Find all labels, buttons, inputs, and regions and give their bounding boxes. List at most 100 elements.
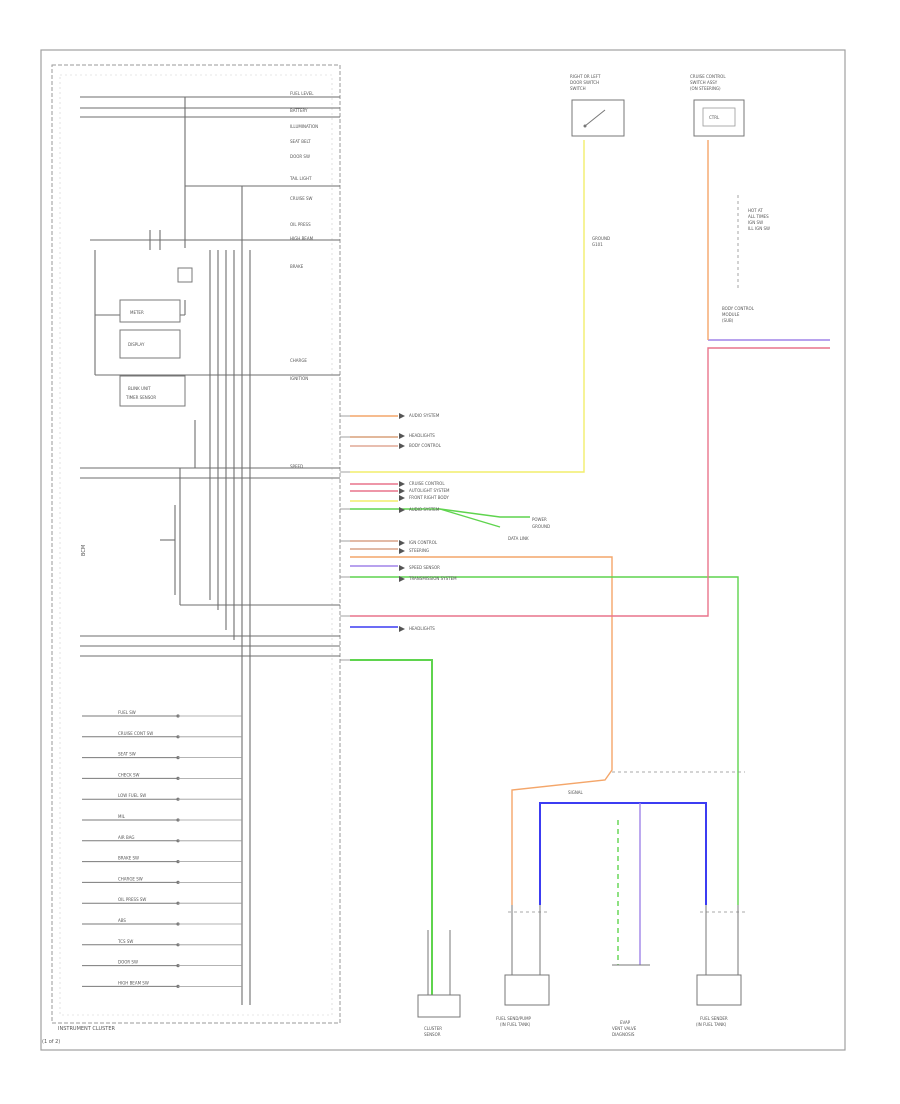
wire-arrow bbox=[399, 495, 405, 501]
pin-row-label: HIGH BEAM SW bbox=[118, 980, 149, 985]
sensor-label-2: SENSOR bbox=[424, 1032, 441, 1037]
mid-note-1: POWER bbox=[532, 517, 547, 522]
wire-label: AUDIO SYSTEM bbox=[409, 413, 440, 418]
pin-label-top: BRAKE bbox=[290, 264, 304, 269]
colored-wires bbox=[350, 140, 830, 995]
wire-red-long bbox=[350, 347, 830, 617]
wire-label: SPEED SENSOR bbox=[409, 565, 440, 570]
mid-note-4: SIGNAL bbox=[568, 790, 584, 795]
box-label-4: TIMER SENSOR bbox=[125, 395, 156, 400]
right-box-3: (SUB) bbox=[722, 318, 734, 323]
pin-row-label: FUEL SW bbox=[118, 710, 136, 715]
cluster-label: INSTRUMENT CLUSTER bbox=[58, 1026, 116, 1032]
cruise-switch-label-2: SWITCH ASSY bbox=[690, 80, 718, 85]
upper-pin-labels: FUEL LEVEL BATTERY ILLUMINATION SEAT BELT DO… bbox=[289, 91, 318, 469]
cluster-inner-frame bbox=[59, 74, 333, 1016]
wire-label: TRANSMISSION SYSTEM bbox=[408, 576, 457, 581]
door-switch-label-2: DOOR SWITCH bbox=[570, 80, 599, 85]
pin-label-top: BATTERY bbox=[290, 108, 308, 113]
bottom-devices bbox=[417, 974, 742, 1018]
cluster-internal-wiring bbox=[80, 96, 340, 1005]
wire-label: HEADLIGHTS bbox=[409, 433, 435, 438]
pin-label-top: IGNITION bbox=[290, 376, 308, 381]
pin-row-label: DOOR SW bbox=[118, 960, 138, 965]
pin-label-top: ILLUMINATION bbox=[290, 124, 318, 129]
cruise-switch-inner: CTRL bbox=[709, 115, 720, 120]
pin-row-label: CHECK SW bbox=[118, 772, 140, 777]
box-label-2: DISPLAY bbox=[128, 342, 145, 347]
mid-note-3: DATA LINK bbox=[508, 536, 529, 541]
right-note-4: ILL IGN SW bbox=[748, 226, 770, 231]
mid-note-2: GROUND bbox=[532, 524, 550, 529]
wire-yellow bbox=[350, 140, 585, 473]
wire-arrow bbox=[399, 540, 405, 546]
wire-arrow bbox=[399, 481, 405, 487]
evap-label-2: VENT VALVE bbox=[612, 1026, 637, 1031]
right-note-2: ALL TIMES bbox=[748, 214, 769, 219]
wire-label: FRONT RIGHT BODY bbox=[409, 495, 449, 500]
wire-green-sensor bbox=[350, 659, 433, 995]
wire-label: AUTOLIGHT SYSTEM bbox=[409, 488, 450, 493]
pin-label-top: HIGH BEAM bbox=[290, 236, 314, 241]
wire-arrow bbox=[399, 626, 405, 632]
wire-green-split bbox=[398, 508, 530, 518]
evap-label-3: DIAGNOSIS bbox=[612, 1032, 635, 1037]
wire-arrow bbox=[399, 433, 405, 439]
pin-row-label: MIL bbox=[118, 814, 126, 819]
pin-row-label: CHARGE SW bbox=[118, 876, 143, 881]
wire-arrow bbox=[399, 576, 405, 582]
pin-label-top: TAIL LIGHT bbox=[289, 176, 312, 181]
wire-green-split-2 bbox=[439, 508, 501, 528]
pin-row-label: CRUISE CONT SW bbox=[118, 731, 153, 736]
pin-label-top: CRUISE SW bbox=[290, 196, 313, 201]
fuel-pump-label-2: (IN FUEL TANK) bbox=[500, 1022, 531, 1027]
right-box-1: BODY CONTROL bbox=[722, 306, 755, 311]
wire-label: BODY CONTROL bbox=[409, 443, 442, 448]
wire-arrow bbox=[399, 507, 405, 513]
wire-arrow bbox=[399, 565, 405, 571]
pin-label-top: DOOR SW bbox=[290, 154, 310, 159]
wire-label: STEERING bbox=[409, 548, 429, 553]
cluster-frame bbox=[51, 64, 341, 1024]
wire-label: HEADLIGHTS bbox=[409, 626, 435, 631]
footer-code: (1 of 2) bbox=[42, 1039, 60, 1045]
door-switch-label-1: RIGHT OR LEFT bbox=[570, 74, 601, 79]
pin-row-label: LOW FUEL SW bbox=[118, 793, 146, 798]
wire-arrow bbox=[399, 413, 405, 419]
cruise-switch-label-1: CRUISE CONTROL bbox=[690, 74, 726, 79]
pin-row-label: BRAKE SW bbox=[118, 856, 139, 861]
wire-tan-long bbox=[350, 556, 613, 905]
bcm-vertical-label: BCM bbox=[81, 545, 87, 556]
pin-row-label: ABS bbox=[118, 918, 126, 923]
cruise-switch-label-3: (ON STEERING) bbox=[690, 86, 721, 91]
door-switch-device bbox=[571, 99, 625, 137]
pin-row-label: TCS SW bbox=[117, 939, 133, 944]
right-note-1: HOT AT bbox=[748, 208, 763, 213]
cruise-switch-device bbox=[693, 99, 745, 137]
fuel-sender-label-2: (IN FUEL TANK) bbox=[696, 1022, 727, 1027]
ground-note-1: GROUND bbox=[592, 236, 610, 241]
wire-arrow bbox=[399, 488, 405, 494]
wire-label: AUDIO SYSTEM bbox=[409, 507, 440, 512]
connector-leads bbox=[340, 415, 350, 661]
pin-row-label: OIL PRESS SW bbox=[118, 897, 146, 902]
bottom-connector-pins bbox=[427, 905, 739, 995]
cluster-boxes bbox=[119, 267, 193, 407]
ground-note-2: G101 bbox=[592, 242, 603, 247]
pin-label-top: FUEL LEVEL bbox=[290, 91, 314, 96]
box-label-1: METER bbox=[130, 310, 144, 315]
pin-label-top: OIL PRESS bbox=[290, 222, 311, 227]
box-label-3: BLINK UNIT bbox=[128, 386, 151, 391]
dashed-connections bbox=[508, 195, 745, 913]
fuel-sender-label-1: FUEL SENDER bbox=[700, 1016, 728, 1021]
pin-label-top: CHARGE bbox=[290, 358, 307, 363]
wire-label: IGN CONTROL bbox=[409, 540, 438, 545]
pin-label-top: SPEED bbox=[290, 464, 303, 469]
outer-frame bbox=[40, 49, 846, 1051]
pin-label-top: SEAT BELT bbox=[290, 139, 311, 144]
wire-green-long bbox=[350, 576, 739, 905]
right-note-3: IGN SW bbox=[748, 220, 763, 225]
wire-arrow bbox=[399, 443, 405, 449]
